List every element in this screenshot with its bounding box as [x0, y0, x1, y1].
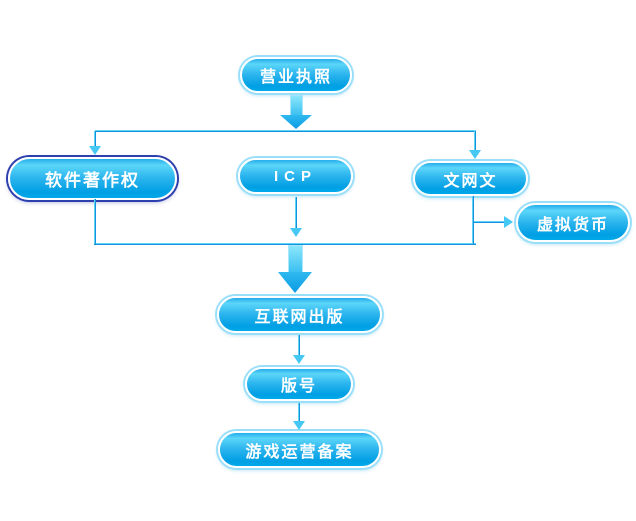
connector-from-culture-network: [472, 196, 474, 244]
connector-from-software-copyright: [94, 199, 96, 244]
connector-to-publication-number: [298, 335, 300, 356]
arrow-shaft: [290, 96, 302, 115]
down-arrowhead-icon: [293, 421, 305, 430]
virtual-currency-branch-line: [474, 221, 504, 223]
thick-down-arrow-icon: [280, 96, 312, 129]
thick-down-arrow-icon: [278, 246, 312, 293]
node-software-copyright: 软件著作权: [8, 157, 177, 200]
connector-to-culture-network: [474, 131, 476, 150]
node-virtual-currency: 虚拟货币: [516, 203, 630, 242]
right-arrowhead-icon: [504, 216, 513, 228]
arrow-shaft: [288, 246, 302, 272]
node-publication-number: 版号: [245, 367, 353, 401]
down-arrowhead-icon: [290, 228, 302, 237]
node-icp-license: ICP: [238, 158, 353, 194]
node-culture-network-license: 文网文: [413, 161, 528, 196]
connector-to-software-copyright: [94, 131, 96, 146]
down-arrowhead-icon: [293, 355, 305, 364]
branch-split-line: [95, 130, 476, 132]
down-arrowhead-icon: [469, 150, 481, 159]
arrow-head: [280, 115, 312, 129]
down-arrowhead-icon: [89, 146, 101, 155]
connector-to-game-operation-filing: [298, 403, 300, 422]
branch-merge-line: [94, 243, 476, 245]
node-business-license: 营业执照: [240, 57, 352, 93]
connector-from-icp: [295, 197, 297, 228]
arrow-head: [278, 272, 312, 293]
node-game-operation-filing: 游戏运营备案: [218, 431, 381, 468]
node-internet-publishing: 互联网出版: [217, 296, 382, 333]
